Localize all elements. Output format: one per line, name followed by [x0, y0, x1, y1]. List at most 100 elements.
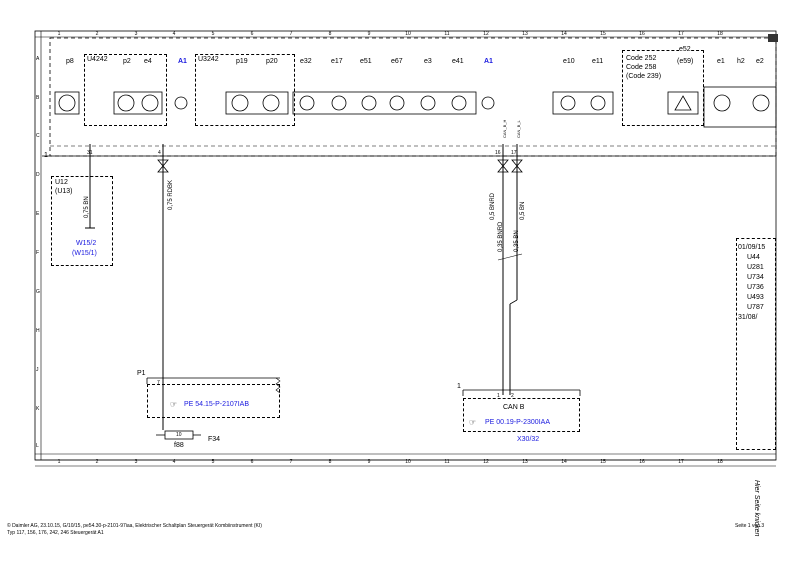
label-e11: e11 [592, 58, 604, 65]
label-e59: (e59) [677, 58, 694, 65]
wire-bn: 0,75 BN [84, 196, 90, 218]
label-e51: e51 [360, 58, 372, 65]
right-item-5: U493 [747, 294, 764, 301]
can-marker: 1 [457, 383, 461, 390]
row-j: J [36, 367, 39, 373]
col-18: 18 [717, 31, 723, 37]
label-u3242: U3242 [198, 56, 219, 63]
row-g: G [36, 289, 40, 295]
signal-can-h: CAN_B_H [502, 119, 507, 138]
col-7: 7 [289, 459, 293, 465]
p1-label: P1 [137, 370, 146, 377]
right-end: 31/08/ [738, 314, 758, 321]
col-11: 11 [444, 459, 450, 465]
label-e1: e1 [717, 58, 725, 65]
footer-line-2: Typ 117, 156, 176, 242, 246 Steuergerät … [7, 530, 104, 536]
col-13: 13 [522, 459, 528, 465]
row-l: L [36, 443, 39, 449]
doc-icon: ☞ [170, 400, 178, 409]
col-15: 15 [600, 459, 606, 465]
label-e32: e32 [300, 58, 312, 65]
page-number: Seite 1 von 3 [735, 523, 765, 529]
wire-bn-can: 0,5 BN [520, 201, 526, 220]
right-item-4: U736 [747, 284, 764, 291]
col-2: 2 [95, 459, 99, 465]
label-p20: p20 [266, 58, 278, 65]
doc-icon: ☞ [469, 418, 477, 427]
can-pin-1: 1 [497, 393, 500, 399]
label-a1-left: A1 [178, 58, 187, 65]
pin-31: 31 [87, 150, 93, 156]
label-e4: e4 [144, 58, 152, 65]
col-7: 7 [289, 31, 293, 37]
right-date: 01/09/15 [738, 244, 766, 251]
label-e3: e3 [424, 58, 432, 65]
right-item-1: U44 [747, 254, 760, 261]
label-code258: Code 258 [626, 64, 657, 71]
col-11: 11 [444, 31, 450, 37]
fuse-f34: F34 [208, 436, 221, 443]
col-17: 17 [678, 459, 684, 465]
col-2: 2 [95, 31, 99, 37]
pin-4: 4 [158, 150, 161, 156]
label-code239: (Code 239) [626, 73, 662, 80]
group-u3242 [195, 54, 295, 126]
u13-label: (U13) [55, 188, 73, 195]
col-12: 12 [483, 459, 489, 465]
row-c: C [36, 133, 40, 139]
group-code [622, 50, 704, 126]
col-8: 8 [328, 459, 332, 465]
fuse-value: 10 [176, 432, 182, 438]
ref-w15-1[interactable]: (W15/1) [72, 250, 97, 257]
label-e41: e41 [452, 58, 464, 65]
ref-pe-54-15[interactable]: PE 54.15-P-2107IAB [184, 401, 249, 408]
col-1: 1 [57, 459, 61, 465]
col-17: 17 [678, 31, 684, 37]
wire-rdbk: 0,75 RDBK [168, 179, 174, 210]
col-6: 6 [250, 31, 254, 37]
col-14: 14 [561, 459, 567, 465]
col-8: 8 [328, 31, 332, 37]
label-h2: h2 [737, 58, 745, 65]
signal-can-l: CAN_B_L [516, 120, 521, 138]
group-can [463, 398, 580, 432]
ref-w15-2[interactable]: W15/2 [76, 240, 97, 247]
col-14: 14 [561, 31, 567, 37]
ref-pe-00-19[interactable]: PE 00.19-P-2300IAA [485, 419, 550, 426]
bus-marker: 1 [44, 152, 48, 159]
corner-icon [768, 34, 778, 42]
group-p1 [147, 384, 280, 418]
col-1: 1 [57, 31, 61, 37]
group-u4242 [84, 54, 167, 126]
col-9: 9 [367, 31, 371, 37]
label-e52: e52 [679, 46, 691, 53]
fuse-f88: f88 [174, 442, 184, 449]
group-u12 [51, 176, 113, 266]
p1-pin: 7 [157, 380, 160, 386]
label-e10: e10 [563, 58, 575, 65]
label-p8: p8 [66, 58, 74, 65]
col-16: 16 [639, 459, 645, 465]
row-f: F [36, 250, 40, 256]
col-3: 3 [134, 459, 138, 465]
row-k: K [36, 406, 40, 412]
label-code252: Code 252 [626, 55, 657, 62]
pin-16: 16 [495, 150, 501, 156]
col-13: 13 [522, 31, 528, 37]
label-p2: p2 [123, 58, 131, 65]
col-10: 10 [405, 31, 411, 37]
conn-x30-32[interactable]: X30/32 [517, 436, 540, 443]
col-16: 16 [639, 31, 645, 37]
col-3: 3 [134, 31, 138, 37]
group-right [736, 238, 776, 450]
label-e17: e17 [331, 58, 343, 65]
col-12: 12 [483, 31, 489, 37]
col-15: 15 [600, 31, 606, 37]
col-5: 5 [211, 31, 215, 37]
label-u4242: U4242 [87, 56, 108, 63]
label-p19: p19 [236, 58, 248, 65]
col-18: 18 [717, 459, 723, 465]
row-b: B [36, 95, 40, 101]
pin-17: 17 [511, 150, 517, 156]
